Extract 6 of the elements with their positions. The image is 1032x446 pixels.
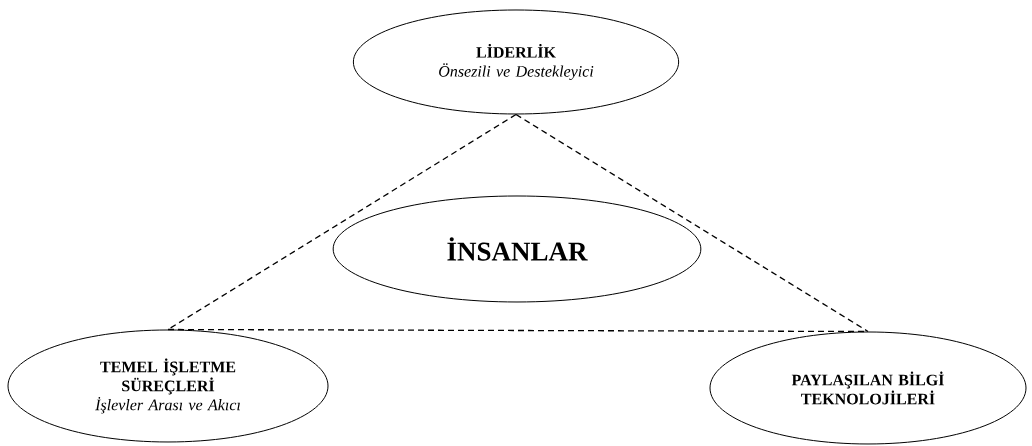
dashed-line <box>167 113 517 331</box>
ellipse-node: TEMEL İŞLETME SÜREÇLERİ İşlevler Arası ve Akıcı <box>7 329 329 443</box>
dashed-line <box>515 113 869 333</box>
ellipse-node: İNSANLAR <box>332 195 702 303</box>
ellipse-node: LİDERLİK Önsezili ve Destekleyici <box>352 9 680 115</box>
ellipse-node: PAYLAŞILAN BİLGİ TEKNOLOJİLERİ <box>709 331 1027 445</box>
